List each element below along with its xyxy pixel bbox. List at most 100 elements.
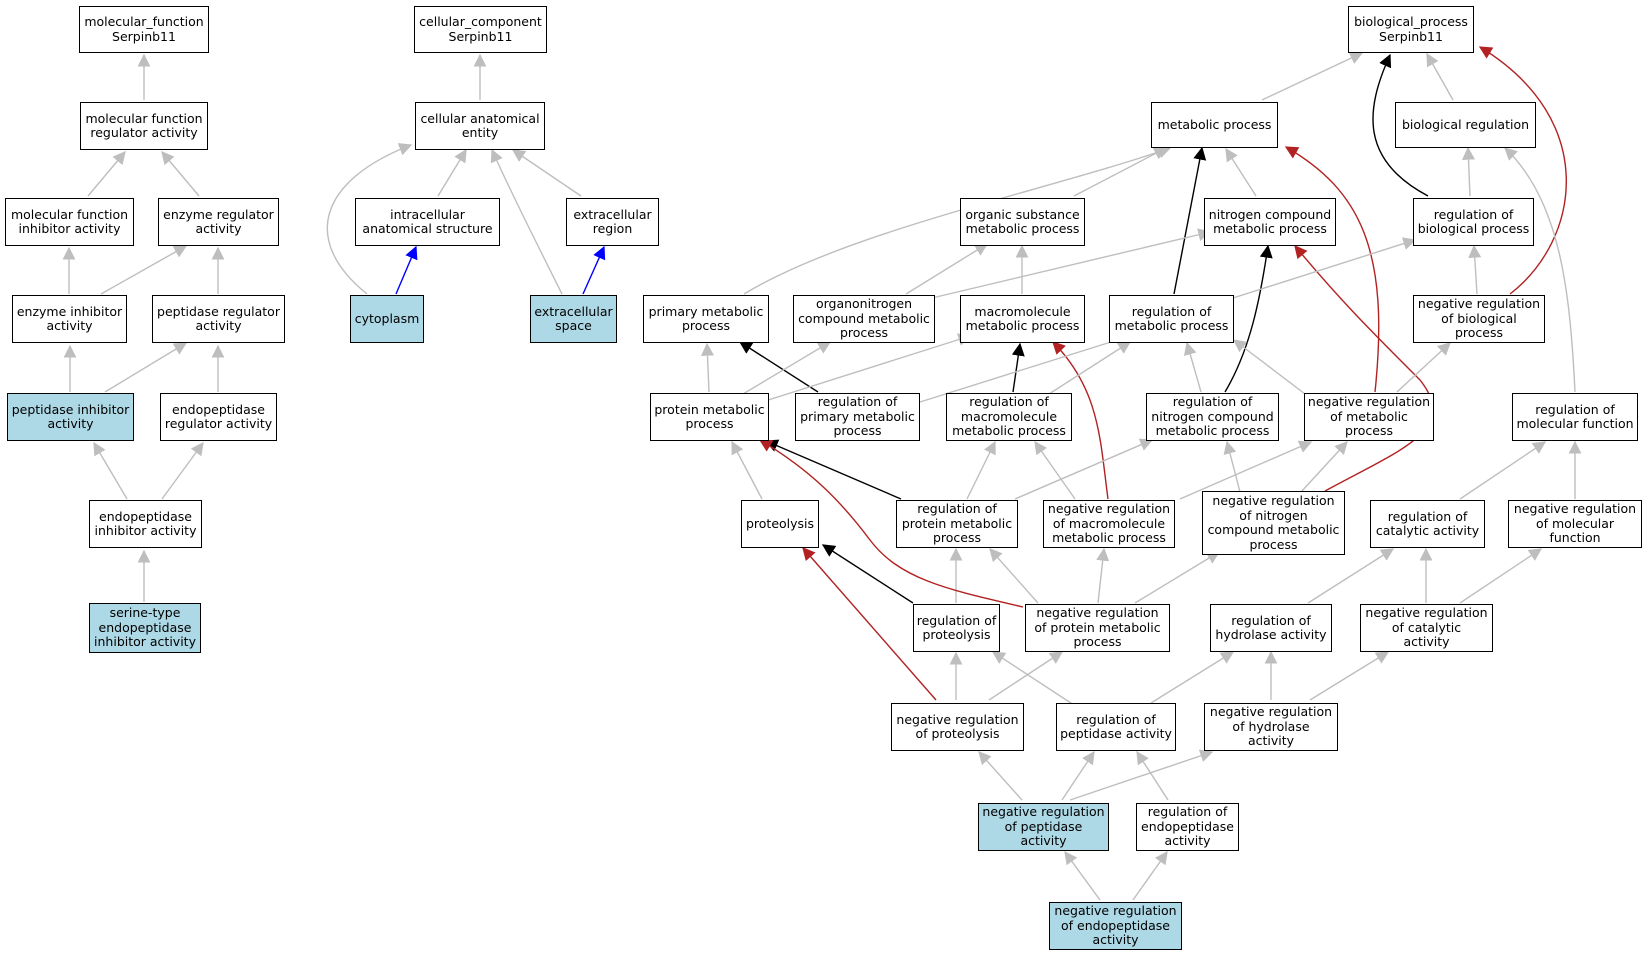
go-term-negative-regulation-of-protein-metabolic-process[interactable]: negative regulation of protein metabolic… [1025, 604, 1170, 652]
go-term-negative-regulation-of-catalytic-activity[interactable]: negative regulation of catalytic activit… [1360, 604, 1493, 652]
edge-regulates [821, 544, 914, 604]
go-term-negative-regulation-of-proteolysis[interactable]: negative regulation of proteolysis [891, 703, 1024, 751]
edge-is-a [1014, 438, 1154, 500]
go-term-cellular-anatomical-entity[interactable]: cellular anatomical entity [415, 102, 545, 150]
edge-is-a [161, 151, 200, 197]
edge-is-a [100, 245, 188, 295]
go-term-negative-regulation-of-macromolecule-metabolic-process[interactable]: negative regulation of macromolecule met… [1043, 500, 1175, 548]
go-term-cellular-component-root[interactable]: cellular_component Serpinb11 [414, 6, 547, 53]
edge-is-a [1307, 548, 1395, 604]
go-term-primary-metabolic-process[interactable]: primary metabolic process [643, 295, 769, 343]
go-term-protein-metabolic-process[interactable]: protein metabolic process [650, 393, 769, 441]
edge-is-a [731, 440, 763, 500]
edge-is-a [93, 441, 128, 500]
go-term-peptidase-inhibitor-activity[interactable]: peptidase inhibitor activity [7, 393, 134, 441]
edge-is-a [437, 148, 467, 197]
go-term-negative-regulation-of-endopeptidase-activity[interactable]: negative regulation of endopeptidase act… [1049, 902, 1182, 950]
edge-is-a [1309, 651, 1390, 701]
edge-is-a [511, 149, 582, 197]
edge-is-a [905, 243, 989, 295]
edge-negatively-regulates [802, 547, 937, 701]
go-term-enzyme-inhibitor-activity[interactable]: enzyme inhibitor activity [12, 295, 127, 343]
edge-is-a [989, 548, 1039, 604]
edge-regulates [1224, 244, 1273, 393]
edge-is-a [1225, 147, 1257, 197]
go-term-organonitrogen-compound-metabolic-process[interactable]: organonitrogen compound metabolic proces… [793, 295, 935, 343]
edge-is-a [1426, 52, 1454, 101]
go-term-negative-regulation-of-peptidase-activity[interactable]: negative regulation of peptidase activit… [978, 803, 1109, 851]
edge-is-a [991, 651, 1078, 708]
go-term-mf-inhibitor-activity[interactable]: molecular function inhibitor activity [5, 198, 134, 246]
go-term-proteolysis[interactable]: proteolysis [741, 500, 819, 548]
edge-is-a [1261, 52, 1364, 101]
edge-is-a [1096, 547, 1110, 604]
go-term-regulation-of-metabolic-process[interactable]: regulation of metabolic process [1109, 295, 1234, 343]
go-term-biological-process-root[interactable]: biological_process Serpinb11 [1348, 6, 1474, 53]
go-term-mf-regulator-activity[interactable]: molecular function regulator activity [80, 102, 208, 150]
edge-regulates [764, 439, 902, 500]
edge-negatively-regulates [758, 439, 1024, 608]
edge-is-a [1232, 237, 1417, 299]
go-term-peptidase-regulator-activity[interactable]: peptidase regulator activity [152, 295, 285, 343]
edge-regulates [1173, 146, 1207, 295]
go-term-regulation-of-molecular-function[interactable]: regulation of molecular function [1512, 393, 1638, 441]
edge-is-a [700, 342, 714, 393]
go-term-extracellular-space[interactable]: extracellular space [530, 295, 617, 343]
edge-is-a [988, 651, 1064, 701]
go-term-biological-regulation[interactable]: biological regulation [1395, 102, 1536, 148]
go-term-cytoplasm[interactable]: cytoplasm [350, 295, 424, 343]
edge-part-of [582, 245, 606, 295]
go-term-metabolic-process[interactable]: metabolic process [1151, 102, 1278, 148]
go-term-molecular-function-root[interactable]: molecular_function Serpinb11 [79, 6, 209, 53]
go-term-negative-regulation-of-metabolic-process[interactable]: negative regulation of metabolic process [1304, 393, 1434, 441]
go-term-intracellular-anatomical-structure[interactable]: intracellular anatomical structure [355, 198, 500, 246]
edge-negatively-regulates [1284, 146, 1380, 393]
edge-is-a [1468, 244, 1482, 295]
edge-is-a [1150, 651, 1235, 704]
go-term-extracellular-region[interactable]: extracellular region [566, 198, 659, 246]
edge-is-a [1134, 551, 1221, 604]
go-term-macromolecule-metabolic-process[interactable]: macromolecule metabolic process [960, 295, 1085, 343]
edge-is-a [1132, 850, 1168, 901]
go-term-regulation-of-peptidase-activity[interactable]: regulation of peptidase activity [1056, 703, 1176, 751]
go-term-regulation-of-macromolecule-metabolic-process[interactable]: regulation of macromolecule metabolic pr… [946, 393, 1072, 441]
edge-is-a [490, 148, 563, 295]
edge-is-a [326, 143, 413, 295]
edge-is-a [1459, 441, 1547, 500]
edge-is-a [1232, 339, 1306, 395]
edge-is-a [1504, 147, 1576, 393]
go-term-regulation-of-protein-metabolic-process[interactable]: regulation of protein metabolic process [896, 500, 1018, 548]
go-term-regulation-of-nitrogen-compound-metabolic-process[interactable]: regulation of nitrogen compound metaboli… [1146, 393, 1279, 441]
edge-is-a [1073, 147, 1168, 197]
go-term-endopeptidase-regulator-activity[interactable]: endopeptidase regulator activity [160, 393, 277, 441]
go-term-regulation-of-biological-process[interactable]: regulation of biological process [1413, 198, 1534, 246]
edge-is-a [1179, 440, 1313, 500]
go-term-regulation-of-hydrolase-activity[interactable]: regulation of hydrolase activity [1210, 604, 1332, 652]
go-term-organic-substance-metabolic-process[interactable]: organic substance metabolic process [960, 198, 1085, 246]
go-term-nitrogen-compound-metabolic-process[interactable]: nitrogen compound metabolic process [1204, 198, 1336, 246]
edge-is-a [1061, 750, 1095, 801]
go-term-regulation-of-primary-metabolic-process[interactable]: regulation of primary metabolic process [795, 393, 920, 441]
go-term-negative-regulation-of-nitrogen-compound-metabolic-process[interactable]: negative regulation of nitrogen compound… [1202, 491, 1345, 555]
edge-is-a [1459, 548, 1543, 604]
go-term-negative-regulation-of-hydrolase-activity[interactable]: negative regulation of hydrolase activit… [1204, 703, 1338, 751]
edge-is-a [1461, 146, 1475, 197]
go-term-regulation-of-endopeptidase-activity[interactable]: regulation of endopeptidase activity [1136, 803, 1239, 851]
go-term-regulation-of-proteolysis[interactable]: regulation of proteolysis [913, 604, 1000, 652]
edge-is-a [1183, 341, 1202, 393]
go-term-endopeptidase-inhibitor-activity[interactable]: endopeptidase inhibitor activity [89, 500, 202, 548]
go-term-negative-regulation-of-biological-process[interactable]: negative regulation of biological proces… [1413, 295, 1545, 343]
edge-is-a [1300, 441, 1348, 493]
go-term-enzyme-regulator-activity[interactable]: enzyme regulator activity [158, 198, 279, 246]
edge-regulates [738, 341, 819, 393]
edge-is-a [1048, 341, 1132, 395]
edge-is-a [87, 151, 126, 197]
edge-is-a [1396, 342, 1451, 393]
edge-is-a [104, 342, 188, 393]
go-term-regulation-of-catalytic-activity[interactable]: regulation of catalytic activity [1370, 500, 1485, 548]
edge-is-a [978, 751, 1023, 801]
edge-is-a [161, 441, 204, 500]
go-term-negative-regulation-of-molecular-function[interactable]: negative regulation of molecular functio… [1508, 500, 1642, 548]
go-term-serine-type-endopeptidase-inhibitor-activity[interactable]: serine-type endopeptidase inhibitor acti… [89, 603, 201, 653]
